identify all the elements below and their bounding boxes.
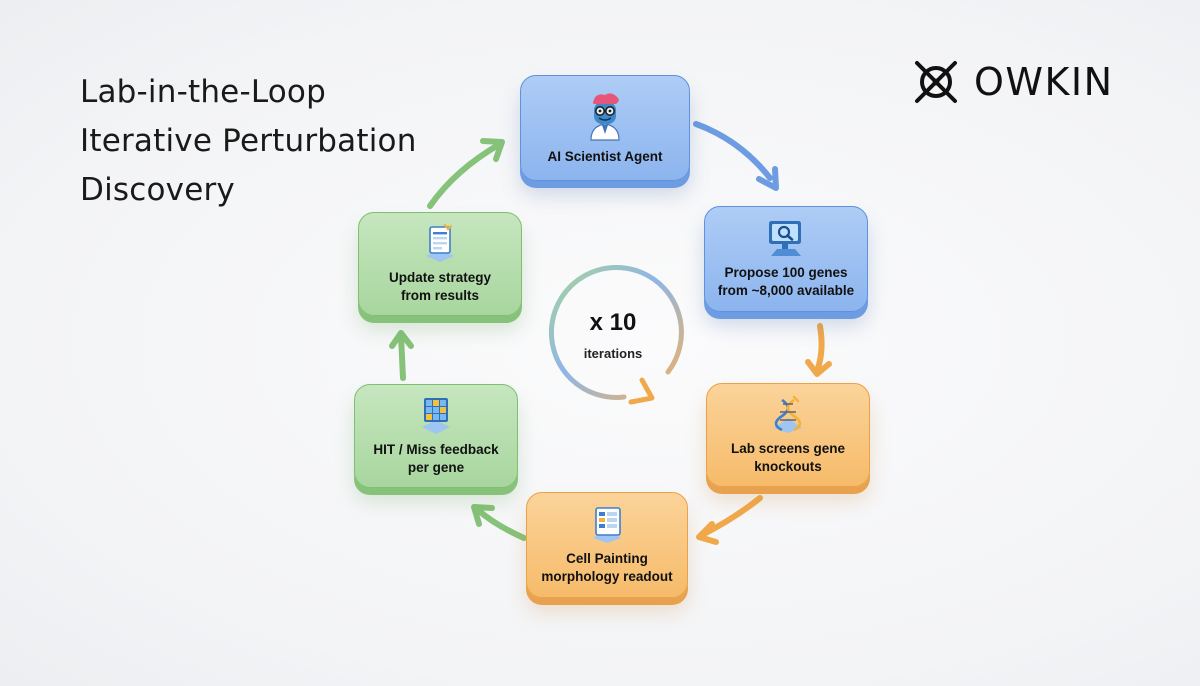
step-label: AI Scientist Agent (547, 149, 663, 164)
computer-search-icon (769, 221, 801, 256)
title-line-3: Discovery (80, 172, 235, 208)
iterations-center: x 10 iterations (548, 308, 678, 361)
arrow-propose-to-lab (815, 323, 825, 371)
step-label: Lab screens gene knockouts (730, 441, 846, 474)
scientist-avatar-icon (590, 93, 620, 141)
step-label: Propose 100 genes from ~8,000 available (717, 265, 855, 298)
step-cell-painting: Cell Painting morphology readout (526, 492, 688, 598)
step-propose-genes: Propose 100 genes from ~8,000 available (704, 206, 868, 312)
step-lab-screens: Lab screens gene knockouts (706, 383, 870, 487)
iterations-caption: iterations (583, 346, 643, 361)
iteration-ring (548, 264, 684, 400)
diagram-title: Lab-in-the-Loop Iterative Perturbation D… (80, 68, 417, 215)
iterations-count: x 10 (589, 309, 637, 336)
step-label: Update strategy from results (388, 270, 492, 303)
arrow-update-to-agent (427, 141, 503, 209)
step-hit-miss-feedback: HIT / Miss feedback per gene (354, 384, 518, 488)
arrow-agent-to-propose (693, 121, 773, 181)
owkin-logo-icon (915, 61, 957, 103)
arrow-cellpainting-to-feedback (475, 507, 527, 541)
step-label: Cell Painting morphology readout (541, 551, 673, 584)
dna-icon (774, 395, 802, 433)
step-ai-scientist-agent: AI Scientist Agent (520, 75, 690, 181)
iteration-ring-arrowhead (628, 377, 655, 405)
title-line-1: Lab-in-the-Loop (80, 74, 326, 110)
title-line-2: Iterative Perturbation (80, 123, 417, 159)
logo-wordmark: OWKIN (974, 60, 1114, 104)
step-label: HIT / Miss feedback per gene (373, 442, 499, 475)
owkin-logo: OWKIN (912, 58, 1114, 106)
document-icon (426, 223, 454, 262)
step-update-strategy: Update strategy from results (358, 212, 522, 316)
arrow-feedback-to-update (398, 333, 406, 381)
grid-icon (422, 398, 450, 434)
data-sheet-icon (593, 507, 621, 543)
